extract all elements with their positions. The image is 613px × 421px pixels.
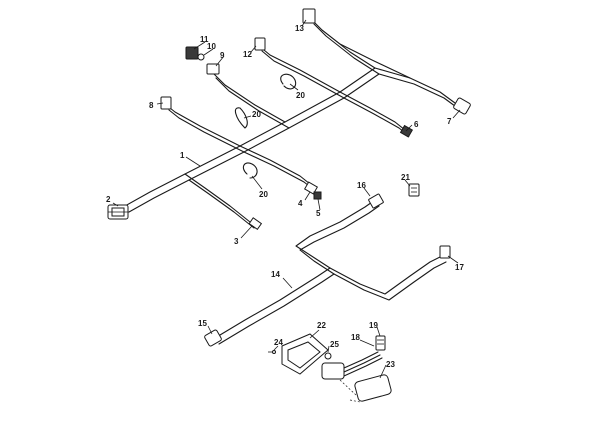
harness-14: [214, 199, 447, 345]
cable-tie-20a: [280, 73, 297, 90]
callout-22: 22: [317, 321, 326, 330]
callout-10: 10: [207, 42, 216, 51]
connector-9: [206, 63, 220, 75]
cable-tie-20c: [242, 162, 258, 179]
connector-2: [107, 204, 129, 220]
callout-15: 15: [198, 319, 207, 328]
connector-13: [302, 8, 316, 24]
connector-21: [408, 183, 420, 197]
callout-20c: 20: [259, 190, 268, 199]
switch-module-18: [321, 351, 383, 380]
callout-17: 17: [455, 263, 464, 272]
callout-2: 2: [106, 195, 111, 204]
connector-16: [368, 193, 384, 209]
connector-12: [254, 37, 266, 51]
callout-4: 4: [298, 199, 303, 208]
callout-18: 18: [351, 333, 360, 342]
callout-9: 9: [220, 51, 225, 60]
callout-21: 21: [401, 173, 410, 182]
connector-15: [204, 329, 222, 347]
callout-1: 1: [180, 151, 185, 160]
connector-10: [197, 53, 205, 61]
callout-14: 14: [271, 270, 280, 279]
connector-5: [313, 191, 322, 200]
callout-20b: 20: [252, 110, 261, 119]
callout-7: 7: [447, 117, 452, 126]
callout-16: 16: [357, 181, 366, 190]
callout-5: 5: [316, 209, 321, 218]
callout-24: 24: [274, 338, 283, 347]
screw-25: [324, 352, 332, 360]
connector-17: [439, 245, 451, 259]
callout-12: 12: [243, 50, 252, 59]
connector-3: [248, 217, 263, 231]
callout-11: 11: [200, 35, 209, 44]
connector-19: [375, 335, 386, 351]
callout-6: 6: [414, 120, 419, 129]
connector-6: [399, 124, 414, 138]
callout-8: 8: [149, 101, 154, 110]
switch-bracket-22: [281, 333, 329, 375]
callout-3: 3: [234, 237, 239, 246]
callout-labels: 1 2 3 4 5 6 7 8 9 10 11 12 13 14 15 16 1…: [106, 24, 464, 369]
cable-tie-20b: [234, 107, 248, 129]
connector-7: [453, 97, 471, 115]
cover-23: [339, 374, 392, 403]
connector-11: [185, 46, 199, 60]
screw-24: [268, 350, 276, 354]
main-harness: [124, 17, 460, 229]
callout-20a: 20: [296, 91, 305, 100]
callout-23: 23: [386, 360, 395, 369]
callout-19: 19: [369, 321, 378, 330]
leader-lines: [112, 19, 461, 379]
connector-4: [303, 181, 319, 195]
callout-13: 13: [295, 24, 304, 33]
callout-25: 25: [330, 340, 339, 349]
